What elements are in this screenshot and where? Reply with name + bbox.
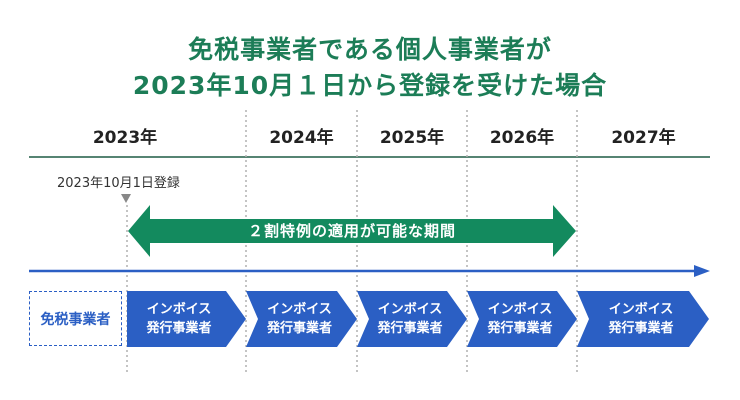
invoice-chevron: [357, 291, 467, 347]
invoice-chevron: [246, 291, 357, 347]
year-label-2023: 2023年: [92, 128, 158, 148]
registration-marker-icon: [121, 194, 131, 203]
invoice-issuer-label: インボイス 発行事業者: [363, 291, 457, 347]
invoice-label-line2: 発行事業者: [487, 321, 553, 336]
invoice-label-line1: インボイス: [146, 302, 212, 317]
invoice-issuer-label: インボイス 発行事業者: [473, 291, 567, 347]
invoice-issuer-label: インボイス 発行事業者: [127, 291, 231, 347]
invoice-label-line2: 発行事業者: [608, 321, 674, 336]
invoice-label-line1: インボイス: [267, 302, 332, 317]
year-label-2027: 2027年: [611, 128, 676, 148]
invoice-label-line2: 発行事業者: [146, 321, 212, 336]
invoice-chevron: [127, 291, 246, 347]
tax-exempt-label: 免税事業者: [40, 311, 111, 328]
title-line-2: 2023年10月１日から登録を受けた場合: [132, 71, 608, 100]
year-label-2026: 2026年: [489, 128, 555, 148]
invoice-issuer-label: インボイス 発行事業者: [252, 291, 347, 347]
invoice-label-line1: インボイス: [608, 302, 674, 317]
tax-exempt-status: 免税事業者: [29, 291, 122, 346]
title-line-1: 免税事業者である個人事業者が: [188, 35, 552, 64]
special-period-arrow: [128, 205, 576, 257]
registration-date-label: 2023年10月1日登録: [57, 176, 180, 191]
invoice-issuer-label: インボイス 発行事業者: [583, 291, 699, 347]
invoice-label-line1: インボイス: [487, 302, 553, 317]
year-label-2024: 2024年: [269, 128, 334, 148]
year-label-2025: 2025年: [379, 128, 445, 148]
invoice-label-line1: インボイス: [377, 302, 443, 317]
invoice-label-line2: 発行事業者: [266, 321, 332, 336]
special-period-label: ２割特例の適用が可能な期間: [247, 222, 456, 240]
timeline-arrow-head: [694, 265, 710, 277]
invoice-chevron: [467, 291, 577, 347]
invoice-label-line2: 発行事業者: [377, 321, 443, 336]
invoice-chevron: [577, 291, 709, 347]
